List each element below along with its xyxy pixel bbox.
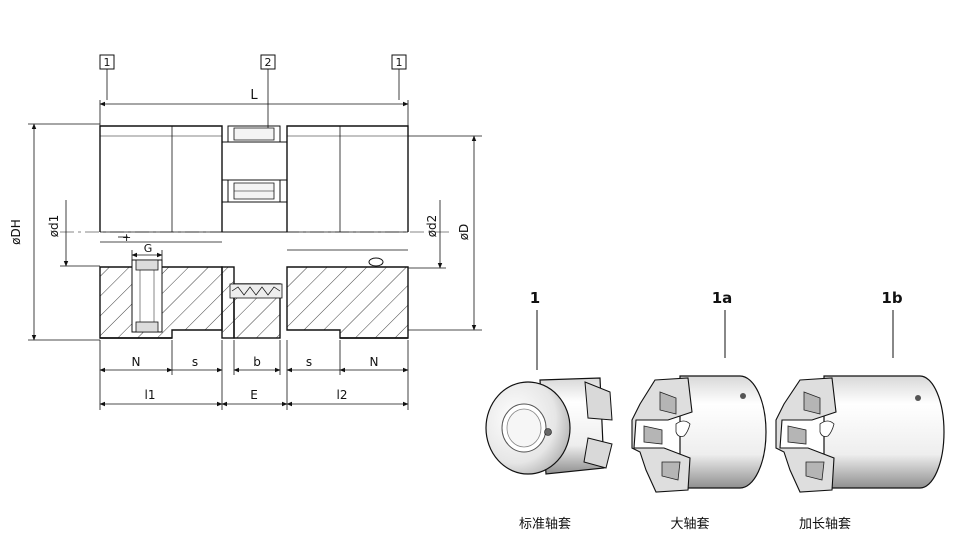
dim-D: øD bbox=[408, 135, 482, 331]
svg-text:N: N bbox=[132, 355, 141, 369]
product-extended-hub: 1b 加长轴套 bbox=[775, 289, 945, 532]
svg-text:G: G bbox=[144, 242, 153, 255]
svg-text:øD: øD bbox=[457, 224, 471, 241]
dims-row-1: N s b s N bbox=[99, 340, 409, 410]
dim-G: G bbox=[131, 242, 163, 262]
svg-text:1: 1 bbox=[104, 56, 111, 69]
svg-text:b: b bbox=[253, 355, 261, 369]
svg-text:加长轴套: 加长轴套 bbox=[799, 516, 851, 532]
callout-center: 2 bbox=[260, 54, 276, 128]
svg-text:l2: l2 bbox=[337, 388, 348, 402]
svg-text:E: E bbox=[250, 388, 258, 402]
dim-DH: øDH bbox=[9, 123, 100, 341]
technical-drawing: 1 2 1 L bbox=[9, 54, 482, 410]
svg-text:s: s bbox=[192, 355, 198, 369]
svg-text:L: L bbox=[250, 88, 258, 103]
svg-text:N: N bbox=[370, 355, 379, 369]
dim-d1: ød1 bbox=[47, 200, 100, 267]
svg-text:s: s bbox=[306, 355, 312, 369]
svg-text:+: + bbox=[122, 231, 131, 244]
svg-text:标准轴套: 标准轴套 bbox=[519, 516, 571, 532]
dims-row-2: l1 E l2 bbox=[99, 388, 409, 407]
callout-left: 1 bbox=[99, 54, 115, 100]
upper-outside-view bbox=[99, 125, 409, 233]
dim-d2: ød2 bbox=[408, 200, 446, 269]
callout-right: 1 bbox=[391, 54, 407, 100]
svg-text:大轴套: 大轴套 bbox=[670, 516, 709, 532]
svg-text:ød2: ød2 bbox=[425, 215, 439, 238]
svg-text:øDH: øDH bbox=[9, 219, 23, 245]
svg-text:1a: 1a bbox=[712, 289, 733, 307]
svg-text:1: 1 bbox=[396, 56, 403, 69]
svg-text:l1: l1 bbox=[145, 388, 156, 402]
product-standard-hub: 1 标准轴套 bbox=[485, 289, 613, 532]
svg-text:2: 2 bbox=[265, 56, 272, 69]
product-large-hub: 1a 大轴套 bbox=[631, 289, 767, 532]
bore-region: + bbox=[100, 231, 408, 251]
svg-text:ød1: ød1 bbox=[47, 215, 61, 238]
svg-text:1b: 1b bbox=[881, 289, 902, 307]
svg-text:1: 1 bbox=[530, 289, 540, 307]
lower-section-view bbox=[99, 257, 409, 339]
